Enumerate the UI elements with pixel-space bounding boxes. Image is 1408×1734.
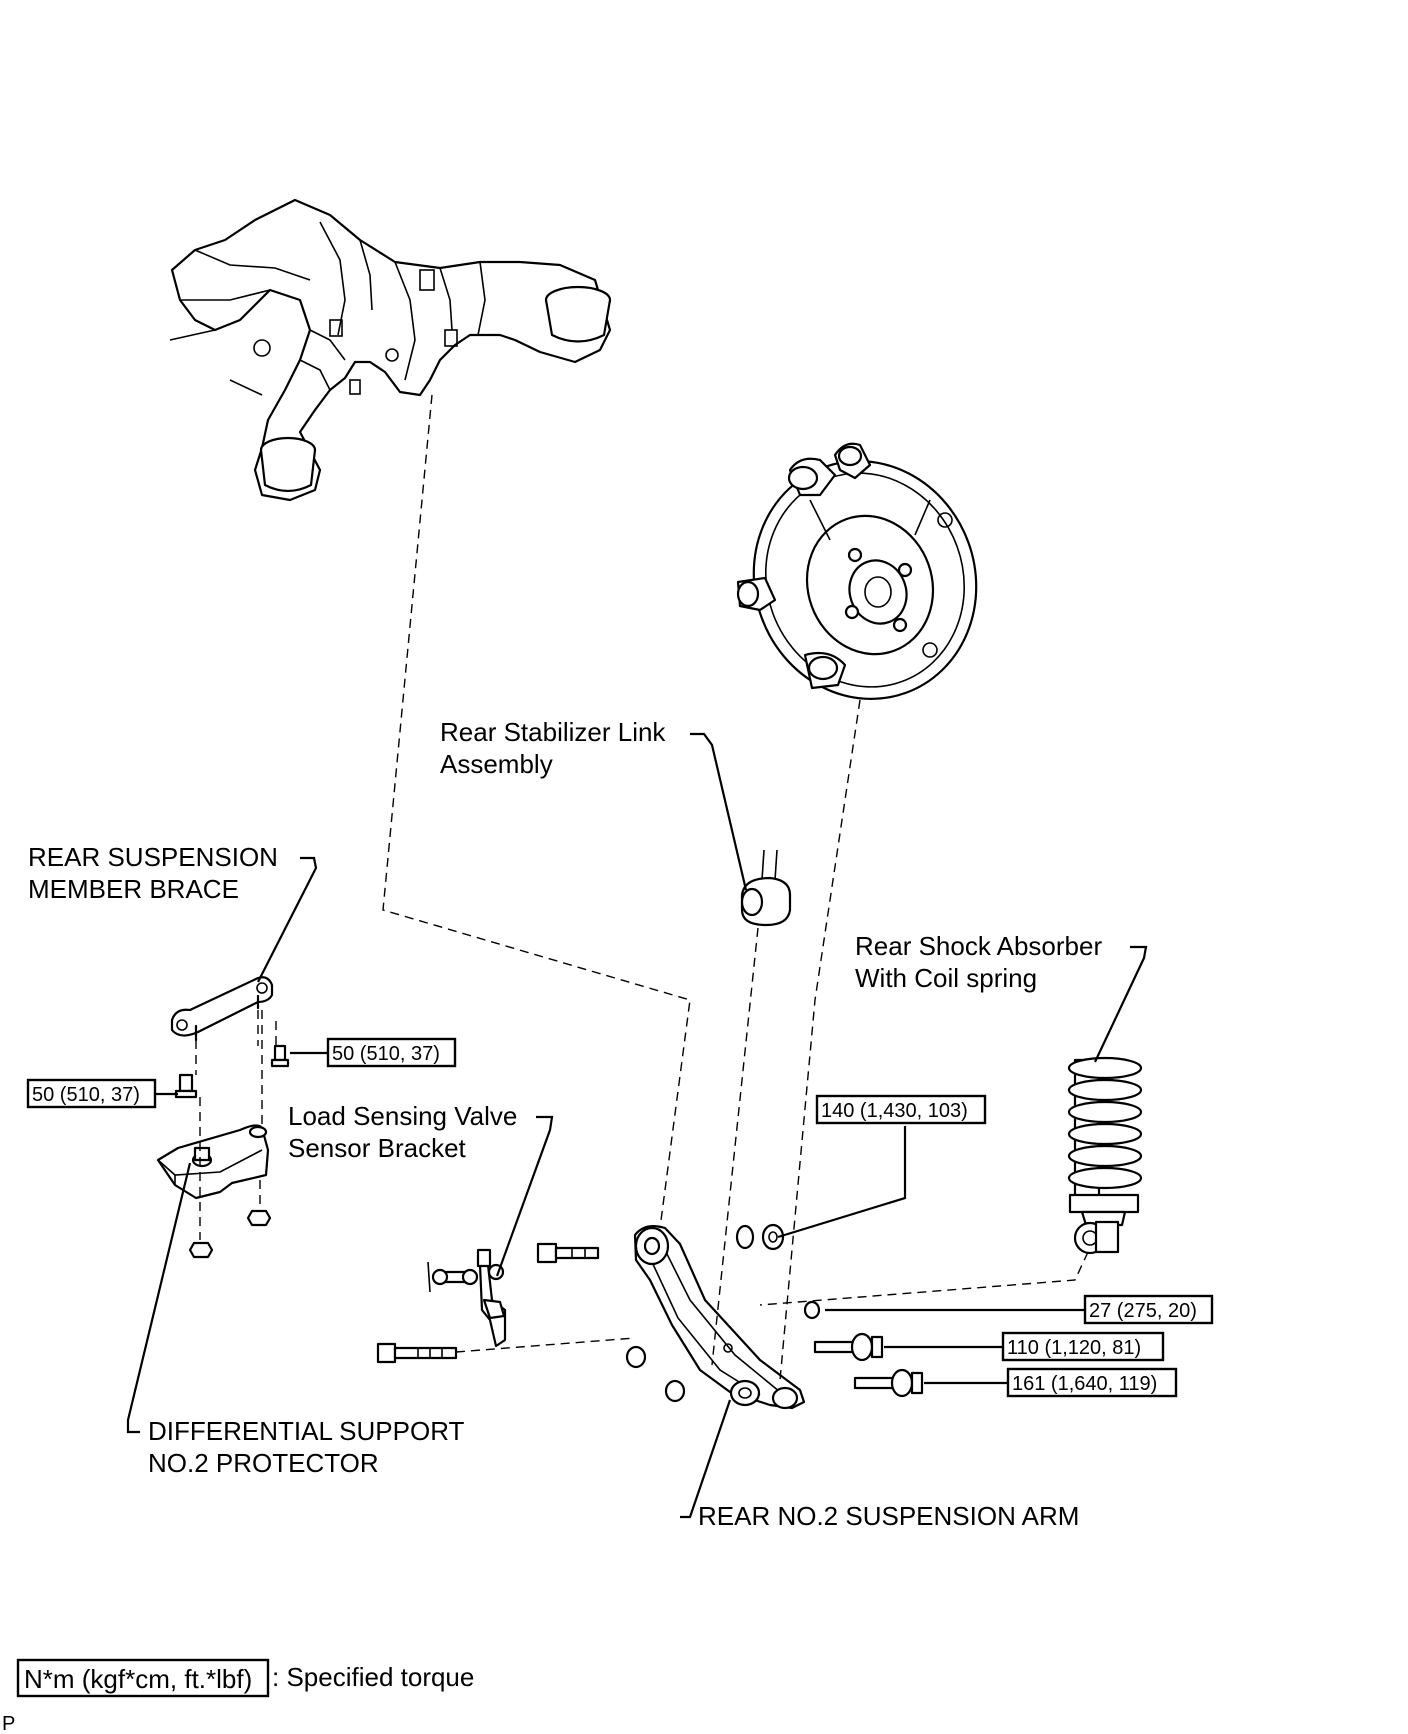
assembly-lines: [195, 394, 1089, 1381]
label-differential-support-line1: DIFFERENTIAL SUPPORT: [148, 1416, 464, 1446]
label-rear-shock-absorber-line2: With Coil spring: [855, 963, 1037, 993]
label-rear-stabilizer-link: Rear Stabilizer Link Assembly: [440, 717, 673, 779]
torque-brace-upper-text: 50 (510, 37): [332, 1043, 440, 1065]
rear-suspension-member-brace-part: [170, 976, 290, 1099]
label-rear-stabilizer-link-line1: Rear Stabilizer Link: [440, 717, 666, 747]
rear-suspension-member: [169, 198, 612, 502]
label-rear-stabilizer-link-line2: Assembly: [440, 749, 553, 779]
label-rear-suspension-member-brace-line1: REAR SUSPENSION: [28, 842, 278, 872]
label-differential-support-line2: NO.2 PROTECTOR: [148, 1448, 379, 1478]
torque-arm-outer: 161 (1,640, 119): [1006, 1367, 1178, 1398]
torque-brace-lower: 50 (510, 37): [26, 1078, 157, 1109]
torque-shock-lower: 27 (275, 20): [1083, 1294, 1214, 1325]
label-load-sensing-valve-line2: Sensor Bracket: [288, 1133, 467, 1163]
label-rear-shock-absorber: Rear Shock Absorber With Coil spring: [855, 931, 1109, 993]
legend-description: : Specified torque: [272, 1662, 474, 1692]
legend: N*m (kgf*cm, ft.*lbf) : Specified torque: [16, 1658, 474, 1698]
label-load-sensing-valve-line1: Load Sensing Valve: [288, 1101, 517, 1131]
torque-arm-outer-text: 161 (1,640, 119): [1012, 1373, 1157, 1395]
corner-mark: P: [2, 1713, 15, 1734]
torque-brace-lower-text: 50 (510, 37): [32, 1084, 140, 1106]
rear-stabilizer-link-part: [740, 849, 792, 927]
label-rear-suspension-member-brace: REAR SUSPENSION MEMBER BRACE: [28, 842, 285, 904]
torque-arm-inner: 140 (1,430, 103): [815, 1094, 987, 1125]
label-differential-support: DIFFERENTIAL SUPPORT NO.2 PROTECTOR: [148, 1416, 471, 1478]
load-sensing-valve-bracket-part: [376, 1248, 507, 1364]
differential-support-protector-part: [156, 1124, 272, 1259]
leader-lines: [126, 732, 1148, 1519]
rear-shock-absorber-part: [1067, 1056, 1143, 1255]
torque-arm-mid: 110 (1,120, 81): [1001, 1331, 1165, 1362]
torque-shock-lower-text: 27 (275, 20): [1089, 1300, 1197, 1322]
torque-brace-upper: 50 (510, 37): [326, 1037, 457, 1068]
label-rear-suspension-member-brace-line2: MEMBER BRACE: [28, 874, 239, 904]
label-rear-shock-absorber-line1: Rear Shock Absorber: [855, 931, 1102, 961]
torque-arm-mid-text: 110 (1,120, 81): [1007, 1337, 1141, 1359]
label-load-sensing-valve: Load Sensing Valve Sensor Bracket: [288, 1101, 525, 1163]
legend-box-text: N*m (kgf*cm, ft.*lbf): [24, 1664, 252, 1694]
rear-axle-carrier: [736, 442, 978, 700]
torque-arm-inner-text: 140 (1,430, 103): [821, 1100, 968, 1122]
label-rear-no2-suspension-arm: REAR NO.2 SUSPENSION ARM: [698, 1501, 1079, 1531]
rear-no2-suspension-arm-part: [536, 1223, 924, 1410]
